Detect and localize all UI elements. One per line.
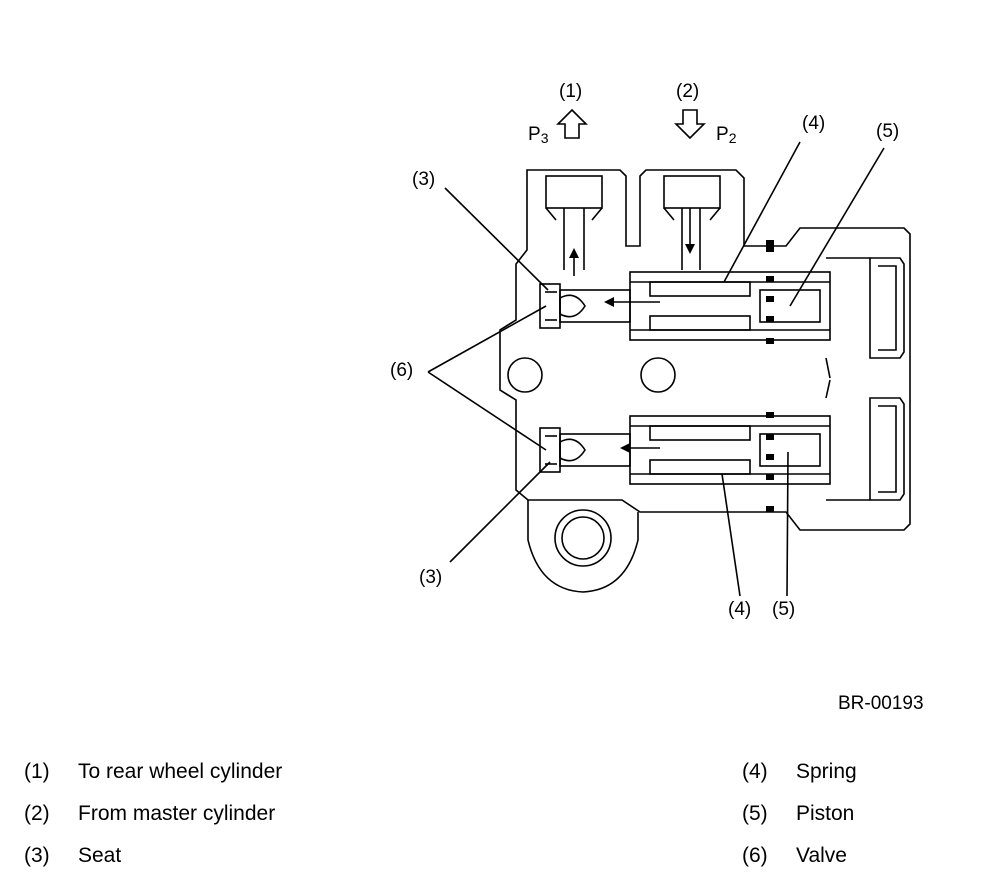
legend-number: (6)	[742, 844, 768, 867]
legend-label: Valve	[796, 844, 847, 867]
lower-valve-assembly	[539, 415, 831, 485]
legend-label: Seat	[78, 844, 122, 867]
pressure-label-p3: P3	[528, 124, 549, 146]
callout-2: (2)	[676, 81, 699, 102]
callout-3-top: (3)	[412, 169, 435, 190]
flow-arrowhead-in	[685, 244, 695, 254]
leader-6-lower	[427, 371, 547, 451]
callout-3-bottom: (3)	[419, 567, 442, 588]
callout-5-top: (5)	[876, 121, 899, 142]
legend-label: To rear wheel cylinder	[78, 760, 283, 783]
valve-body-outline	[499, 169, 911, 531]
legend-left: (1) To rear wheel cylinder (2) From mast…	[24, 758, 444, 878]
mounting-hole-inner	[561, 516, 605, 560]
callout-4-bottom: (4)	[728, 599, 751, 620]
leader-5-bottom	[786, 451, 789, 597]
callout-5-bottom: (5)	[772, 599, 795, 620]
legend-right: (4) Spring (5) Piston (6) Valve	[742, 758, 972, 878]
leader-5-top	[789, 147, 885, 307]
legend-number: (4)	[742, 760, 768, 783]
callout-6: (6)	[390, 360, 413, 381]
leader-3-top	[444, 187, 549, 291]
legend-label: Spring	[796, 760, 857, 783]
mounting-ear	[527, 500, 639, 593]
port-p2	[663, 175, 721, 270]
mounting-hole-outer	[554, 509, 612, 567]
legend-number: (1)	[24, 760, 50, 783]
port-p3	[545, 175, 603, 270]
end-cap-top	[869, 257, 905, 359]
upper-valve-assembly	[539, 271, 831, 341]
legend-number: (3)	[24, 844, 50, 867]
bolt-hole-right	[640, 357, 676, 393]
legend-number: (2)	[24, 802, 50, 825]
leader-3-bottom	[449, 461, 551, 563]
flow-arrowhead-out	[569, 248, 579, 258]
callout-4-top: (4)	[802, 113, 825, 134]
leader-4-bottom	[721, 473, 741, 597]
pressure-label-p2: P2	[716, 124, 737, 146]
proportioning-valve-diagram: P3 P2 (1) (2) (3) (3) (4) (4) (5) (5) (6…	[390, 81, 911, 620]
leader-4-top	[723, 141, 801, 283]
leader-6-upper	[427, 305, 547, 373]
end-cap-bottom	[869, 397, 905, 501]
down-arrow-icon	[674, 109, 706, 140]
figure-reference: BR-00193	[838, 693, 924, 714]
callout-1: (1)	[559, 81, 582, 102]
legend-number: (5)	[742, 802, 768, 825]
legend-label: From master cylinder	[78, 802, 276, 825]
bolt-hole-left	[507, 357, 543, 393]
legend-label: Piston	[796, 802, 855, 825]
up-arrow-icon	[556, 108, 588, 139]
